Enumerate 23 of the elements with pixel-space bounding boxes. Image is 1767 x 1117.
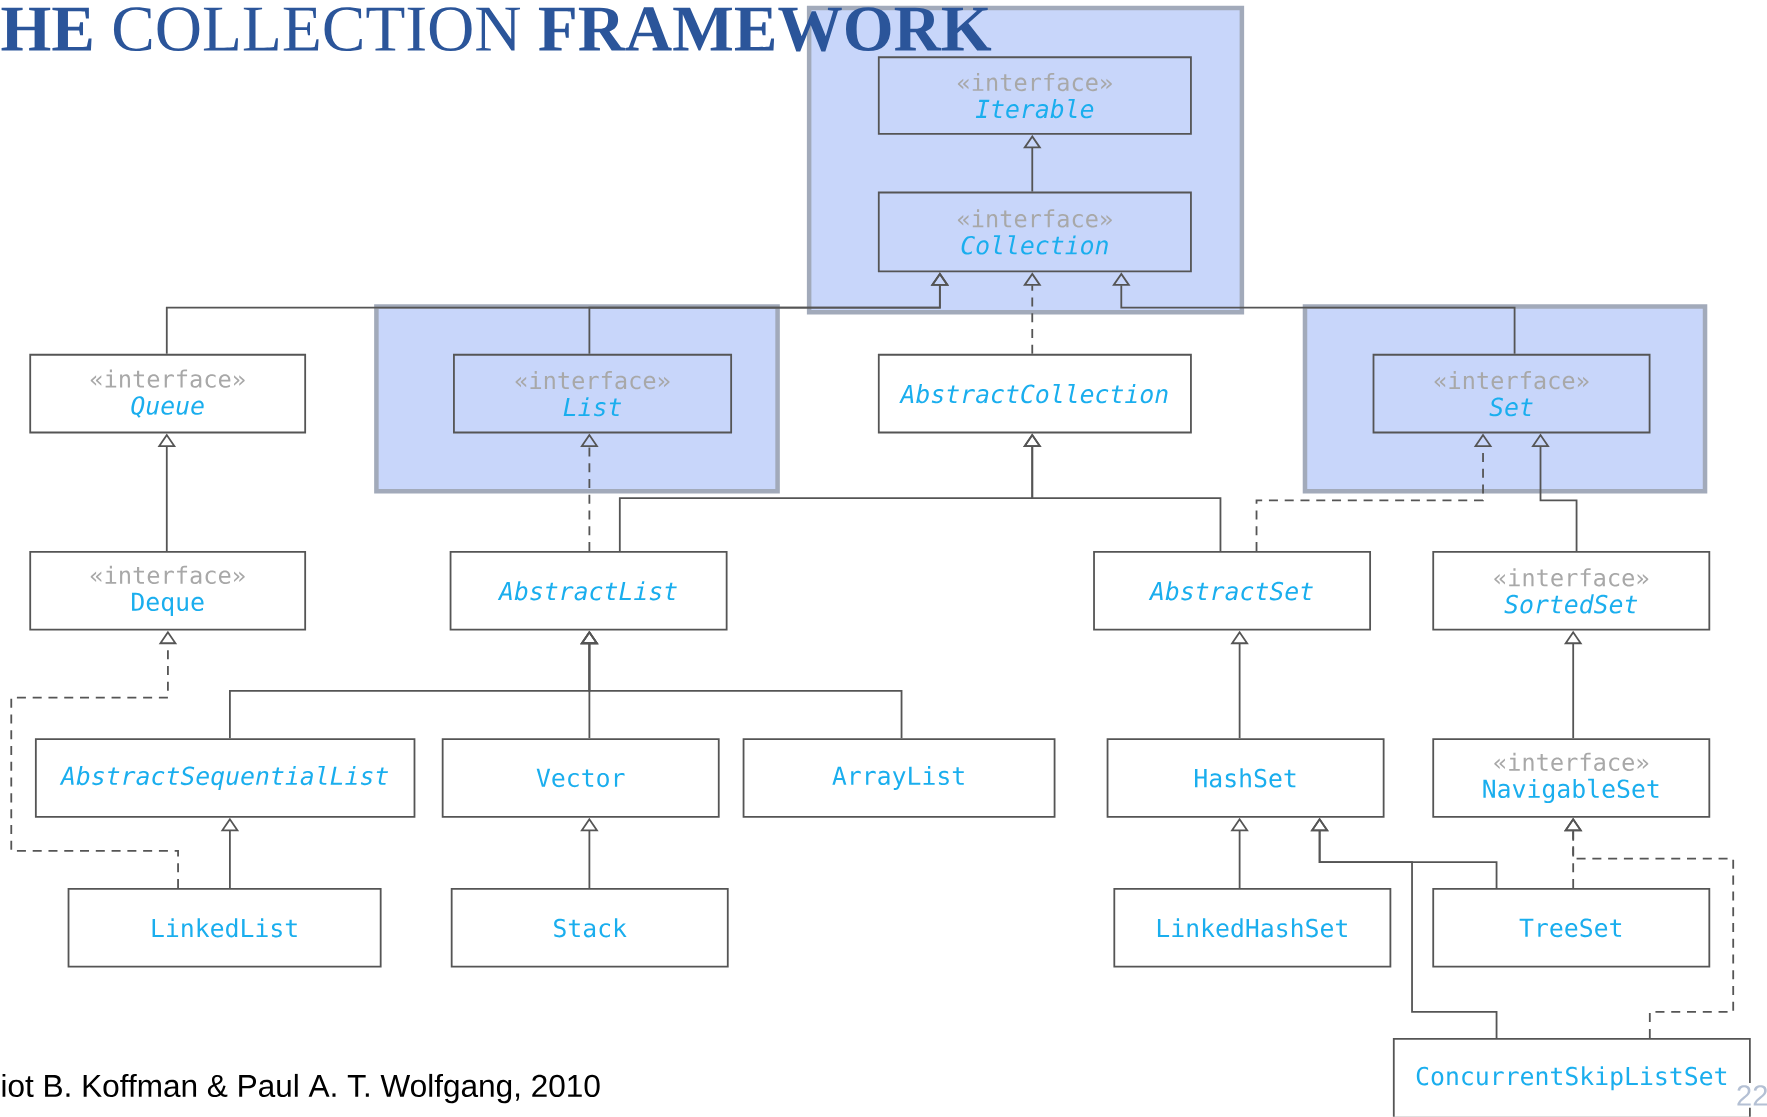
class-box: «interface» Collection: [877, 191, 1192, 273]
highlight-band: [1302, 304, 1708, 494]
class-box: AbstractSequentialList: [34, 738, 416, 818]
class-box: AbstractSet: [1093, 551, 1371, 631]
highlight-band: [374, 304, 780, 494]
class-box: «interface» Queue: [29, 353, 307, 434]
class-box: «interface» List: [453, 353, 733, 434]
class-box: «interface» Deque: [29, 551, 307, 631]
class-box: «interface» Set: [1372, 353, 1651, 434]
class-box: Vector: [441, 738, 720, 818]
class-box: TreeSet: [1432, 888, 1711, 968]
class-box: Stack: [450, 888, 729, 968]
class-box: LinkedList: [67, 888, 382, 968]
class-box: AbstractList: [449, 551, 728, 631]
class-box: HashSet: [1106, 738, 1385, 818]
class-box: ArrayList: [742, 738, 1056, 818]
class-box: AbstractCollection: [877, 353, 1192, 434]
class-box: «interface» NavigableSet: [1432, 738, 1711, 818]
title: HE COLLECTION FRAMEWORK: [1, 7, 992, 52]
citation: iot B. Koffman & Paul A. T. Wolfgang, 2010: [2, 1074, 600, 1104]
class-box: «interface» SortedSet: [1432, 551, 1711, 631]
class-box: «interface» Iterable: [877, 56, 1192, 135]
class-box: LinkedHashSet: [1113, 888, 1392, 968]
